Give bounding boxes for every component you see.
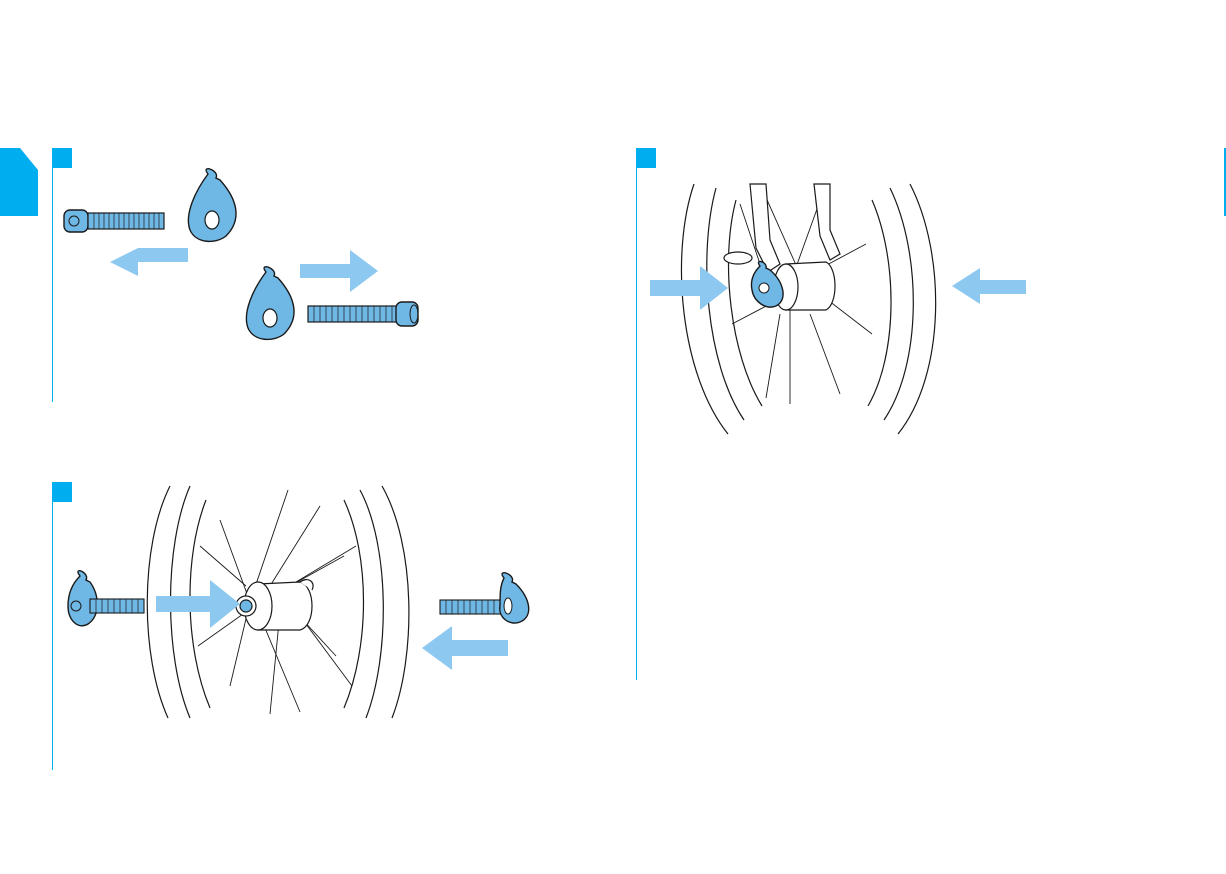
arrow-right-icon — [650, 266, 728, 310]
bolt-icon — [308, 302, 418, 326]
step-3-illustration — [640, 184, 1040, 436]
step-rule-1 — [52, 148, 53, 402]
step-rule-3 — [636, 148, 637, 680]
page-tab-marker — [0, 148, 38, 216]
anti-theft-tab-icon — [188, 169, 236, 242]
bolt-with-tab-icon — [68, 571, 144, 626]
arrow-right-icon — [300, 250, 378, 292]
wheel-hub-icon — [236, 580, 313, 630]
step-badge-3 — [636, 148, 656, 168]
arrow-left-icon — [422, 626, 508, 670]
fork-icon — [724, 184, 840, 272]
arrow-left-icon — [110, 248, 188, 276]
bolt-with-tab-icon — [440, 573, 529, 623]
arrow-right-icon — [156, 580, 240, 628]
arrow-left-icon — [952, 268, 1026, 304]
wheel-hub-icon — [774, 262, 835, 310]
anti-theft-tab-icon — [246, 267, 294, 340]
page-tab-shape — [0, 148, 38, 216]
bolt-icon — [64, 210, 164, 232]
step-rule-2 — [52, 482, 53, 770]
step-1-illustration — [60, 160, 460, 360]
step-2-illustration — [60, 486, 540, 720]
